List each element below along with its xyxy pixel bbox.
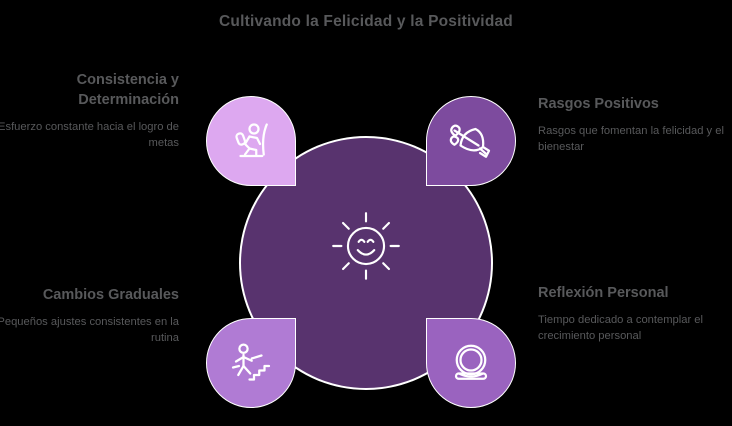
hiker-climbing-icon xyxy=(227,117,275,165)
text-block-rasgos-positivos: Rasgos Positivos Rasgos que fomentan la … xyxy=(538,94,732,155)
node-description: Tiempo dedicado a contemplar el crecimie… xyxy=(538,314,704,342)
person-climbing-stairs-icon xyxy=(227,339,275,387)
smiling-sun-icon xyxy=(325,205,407,287)
node-cambios-graduales[interactable] xyxy=(206,318,296,408)
crystal-ball-icon xyxy=(447,339,495,387)
text-block-cambios-graduales: Cambios Graduales Pequeños ajustes consi… xyxy=(0,285,179,346)
node-rasgos-positivos[interactable] xyxy=(426,96,516,186)
node-consistencia-y-determinacion[interactable] xyxy=(206,96,296,186)
text-block-reflexion-personal: Reflexión Personal Tiempo dedicado a con… xyxy=(538,283,732,344)
node-heading: Rasgos Positivos xyxy=(538,96,659,112)
text-block-consistencia-y-determinacion: Consistencia y Determinación Esfuerzo co… xyxy=(0,70,179,151)
page-title: Cultivando la Felicidad y la Positividad xyxy=(219,13,513,30)
node-description: Esfuerzo constante hacia el logro de met… xyxy=(0,121,179,149)
node-description: Rasgos que fomentan la felicidad y el bi… xyxy=(538,125,724,153)
node-description: Pequeños ajustes consistentes en la ruti… xyxy=(0,316,179,344)
heart-bouquet-icon xyxy=(447,117,495,165)
node-heading: Cambios Graduales xyxy=(42,287,179,303)
node-heading: Consistencia y Determinación xyxy=(76,72,179,108)
node-heading: Reflexión Personal xyxy=(538,285,669,301)
node-reflexion-personal[interactable] xyxy=(426,318,516,408)
